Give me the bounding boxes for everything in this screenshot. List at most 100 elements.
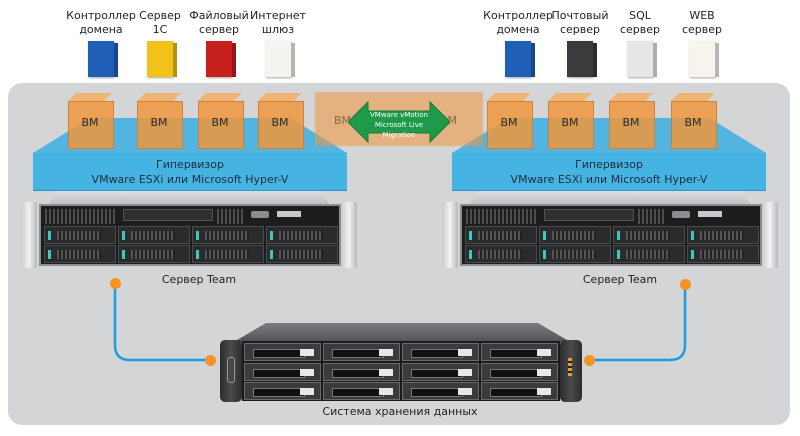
- drive-bay: [687, 245, 759, 263]
- vm-label: ВМ: [81, 116, 99, 129]
- drive-bay: [613, 226, 685, 244]
- server-right-top: [468, 191, 752, 206]
- drive-bay: [539, 226, 611, 244]
- virtual-machine: ВМ: [258, 93, 304, 149]
- app-label-line2: сервер: [681, 23, 723, 36]
- redhat-box-icon: [206, 41, 236, 77]
- storage-drive-bay: [402, 343, 479, 361]
- virtual-machine: ВМ: [137, 93, 183, 149]
- storage-left-ear: [220, 340, 242, 402]
- drive-bay: [192, 226, 264, 244]
- migration-arrow-icon: [348, 100, 450, 144]
- server-left-top: [47, 191, 331, 206]
- server-right: [460, 204, 762, 266]
- server-right-caption: Сервер Team: [582, 273, 658, 286]
- app-label-line1: WEB: [689, 9, 715, 22]
- drive-bay: [465, 226, 537, 244]
- server-left-rack-ear-right: [341, 202, 357, 268]
- vm-label: ВМ: [211, 116, 229, 129]
- app-label-line1: Файловый: [189, 9, 249, 22]
- storage-drive-bay: [402, 382, 479, 400]
- virtual-machine: ВМ: [68, 93, 114, 149]
- vm-label: ВМ: [500, 116, 518, 129]
- app-label-line1: Интернет: [250, 9, 306, 22]
- exchange-box-icon: [567, 41, 597, 77]
- migration-label-line2: Microsoft Live Migration: [374, 121, 424, 139]
- server-left: [39, 204, 341, 266]
- drive-bay: [192, 245, 264, 263]
- drive-bay: [44, 226, 116, 244]
- gateway-box-icon: [265, 41, 295, 77]
- vm-label: ВМ: [684, 116, 702, 129]
- storage-drive-bay: [323, 362, 400, 381]
- drive-bay: [44, 245, 116, 263]
- storage-drive-bay: [323, 343, 400, 361]
- drive-bay: [613, 245, 685, 263]
- app-label-line1: Контроллер: [483, 9, 553, 22]
- storage-drive-bay: [402, 362, 479, 381]
- ubuntu-box-icon: [689, 41, 719, 77]
- connector-dot-storage-left: [205, 355, 216, 366]
- storage-drive-bay: [244, 362, 321, 381]
- app-label-line2: сервер: [619, 23, 661, 36]
- app-label-line1: SQL: [629, 9, 651, 22]
- storage-drive-bay: [481, 382, 558, 400]
- storage-drive-bay: [481, 343, 558, 361]
- hypervisor-left-title: Гипервизор: [156, 158, 224, 171]
- hypervisor-right: Гипервизор VMware ESXi или Microsoft Hyp…: [452, 153, 766, 191]
- app-label-line1: Сервер: [139, 9, 181, 22]
- app-label-line2: домена: [79, 23, 123, 36]
- virtual-machine: ВМ: [198, 93, 244, 149]
- storage-drive-bay: [244, 343, 321, 361]
- drive-bay: [266, 226, 338, 244]
- drive-bay: [465, 245, 537, 263]
- connector-dot-server-right: [680, 279, 691, 290]
- drive-bay: [266, 245, 338, 263]
- connector-right-line: [589, 284, 687, 362]
- vm-label: ВМ: [561, 116, 579, 129]
- virtual-machine: ВМ: [671, 93, 717, 149]
- migrating-vm-left-label: ВМ: [334, 114, 352, 127]
- sql-server-box-icon: [627, 41, 657, 77]
- storage-drive-bay: [323, 382, 400, 400]
- app-label-line2: шлюз: [261, 23, 295, 36]
- drive-bay: [687, 226, 759, 244]
- vm-label: ВМ: [622, 116, 640, 129]
- vm-label: ВМ: [271, 116, 289, 129]
- app-label-line1: Контроллер: [66, 9, 136, 22]
- drive-bay: [539, 245, 611, 263]
- connector-dot-server-left: [110, 278, 121, 289]
- storage-caption: Система хранения данных: [322, 405, 478, 418]
- server-right-rack-ear-left: [442, 202, 458, 268]
- storage-drive-bay: [244, 382, 321, 400]
- connector-dot-storage-right: [584, 355, 595, 366]
- app-label-line2: 1С: [152, 23, 168, 36]
- virtual-machine: ВМ: [609, 93, 655, 149]
- vm-label: ВМ: [150, 116, 168, 129]
- server-right-rack-ear-right: [762, 202, 778, 268]
- drive-bay: [118, 245, 190, 263]
- 1c-box-icon: [147, 41, 177, 77]
- app-label-line2: сервер: [198, 23, 240, 36]
- windows-server-box-icon: [88, 41, 118, 77]
- virtual-machine: ВМ: [548, 93, 594, 149]
- connector-left-line: [113, 284, 210, 362]
- storage-right-ear: [560, 340, 582, 402]
- hypervisor-right-subtitle: VMware ESXi или Microsoft Hyper-V: [510, 173, 708, 186]
- app-label-line2: сервер: [559, 23, 601, 36]
- windows-server-box-icon: [505, 41, 535, 77]
- hypervisor-left: Гипервизор VMware ESXi или Microsoft Hyp…: [33, 153, 347, 191]
- migration-label: VMware vMotion Microsoft Live Migration: [360, 110, 438, 140]
- storage-drive-bay: [481, 362, 558, 381]
- virtual-machine: ВМ: [487, 93, 533, 149]
- hypervisor-left-subtitle: VMware ESXi или Microsoft Hyper-V: [91, 173, 289, 186]
